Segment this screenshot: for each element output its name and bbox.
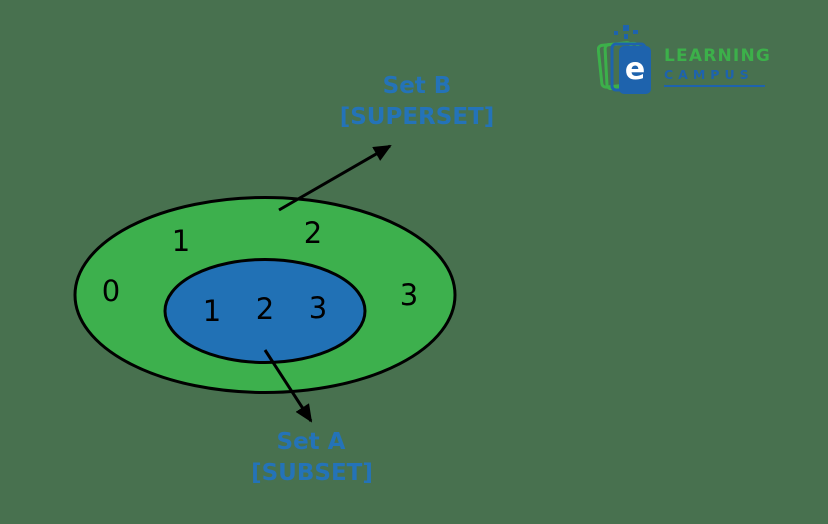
set-b-label: Set B xyxy=(383,73,452,99)
logo-underline xyxy=(664,84,765,87)
subset-element-3: 3 xyxy=(309,291,327,325)
superset-element-2: 2 xyxy=(304,216,322,250)
subset-label: [SUBSET] xyxy=(251,460,373,486)
superset-pointer-arrow xyxy=(278,144,392,212)
subset-element-1: 1 xyxy=(203,294,221,328)
subset-pointer-arrow xyxy=(263,349,313,423)
superset-element-3: 3 xyxy=(400,278,418,312)
superset-element-1: 1 xyxy=(172,224,190,258)
logo-campus-text: CAMPUS xyxy=(664,67,754,82)
logo-text: LEARNING CAMPUS xyxy=(664,48,771,87)
set-a-label: Set A xyxy=(277,429,346,455)
superset-element-0: 0 xyxy=(102,274,120,308)
superset-label: [SUPERSET] xyxy=(340,104,495,130)
subset-element-2: 2 xyxy=(256,292,274,326)
elearning-book-icon: e xyxy=(597,25,651,94)
logo-letter-e: e xyxy=(625,52,645,87)
logo-learning-text: LEARNING xyxy=(664,46,772,66)
logo: e LEARNING CAMPUS xyxy=(597,22,771,96)
subset-ellipse xyxy=(163,258,367,364)
